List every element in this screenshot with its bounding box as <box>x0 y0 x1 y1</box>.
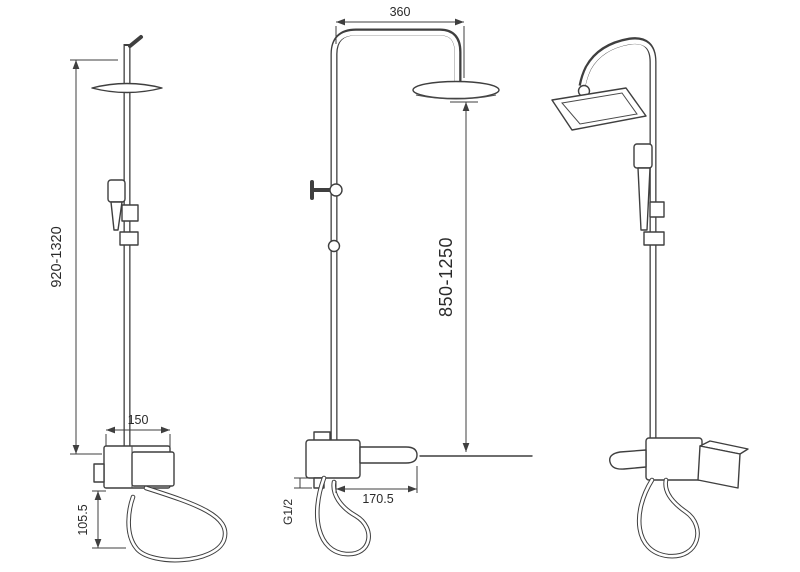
front-shower-hose <box>315 475 371 557</box>
dim-side-mixer-width: 150 <box>105 413 171 452</box>
side-handset-head <box>107 179 126 203</box>
side-handset-handle <box>110 201 123 231</box>
dim-label-side-mixer-width: 150 <box>128 413 149 427</box>
persp-hand-shower <box>633 143 665 246</box>
dim-label-front-spout-reach: 170.5 <box>362 492 393 506</box>
side-inlet-stub <box>93 463 105 483</box>
dim-label-front-riser-height: 850-1250 <box>436 237 456 317</box>
persp-spout <box>609 449 647 470</box>
front-view: 360 850-1250 G1/2 170.5 <box>281 5 533 557</box>
persp-shower-head-icon <box>551 87 647 131</box>
dim-side-below-mixer: 105.5 <box>76 490 126 549</box>
front-mixer <box>305 431 418 489</box>
side-mixer-handle <box>131 451 175 487</box>
front-spout <box>359 446 418 464</box>
dim-label-front-inlet-thread: G1/2 <box>281 499 295 525</box>
perspective-view <box>551 37 749 559</box>
side-slider-ring <box>119 231 139 246</box>
dim-label-side-below-mixer: 105.5 <box>76 504 90 535</box>
persp-mixer <box>609 437 749 489</box>
persp-slider-ring <box>643 231 665 246</box>
front-shower-head-icon <box>412 80 500 100</box>
persp-riser-pipe <box>578 37 657 446</box>
front-riser-pipe <box>330 28 462 456</box>
side-top-fitting <box>128 35 143 48</box>
dim-side-overall-height: 920-1320 <box>49 59 118 455</box>
persp-handset-head <box>633 143 653 169</box>
side-mixer <box>93 445 175 489</box>
side-shower-head-icon <box>91 82 163 94</box>
front-shower-head <box>412 80 500 100</box>
side-bracket <box>121 204 139 222</box>
dim-front-head-offset: 360 <box>335 5 465 78</box>
front-slider-knob <box>327 239 341 253</box>
dim-label-side-overall-height: 920-1320 <box>49 226 65 287</box>
dim-front-spout-reach: 170.5 <box>335 466 418 506</box>
persp-bracket <box>649 201 665 218</box>
persp-handset-handle <box>637 167 651 231</box>
dim-front-riser-height: 850-1250 <box>436 101 478 452</box>
side-view: 920-1320 150 105.5 <box>49 35 228 563</box>
persp-shower-head <box>551 84 647 131</box>
persp-mixer-handle <box>697 445 741 489</box>
side-shower-hose <box>126 485 228 563</box>
side-hand-shower <box>107 179 139 246</box>
front-mixer-body <box>305 439 361 479</box>
front-diverter-knob <box>310 180 343 200</box>
persp-mixer-body <box>645 437 703 481</box>
dim-front-inlet-thread: G1/2 <box>281 477 312 525</box>
dim-label-front-head-offset: 360 <box>390 5 411 19</box>
persp-shower-hose <box>637 477 700 559</box>
side-riser-pipe <box>123 35 143 452</box>
